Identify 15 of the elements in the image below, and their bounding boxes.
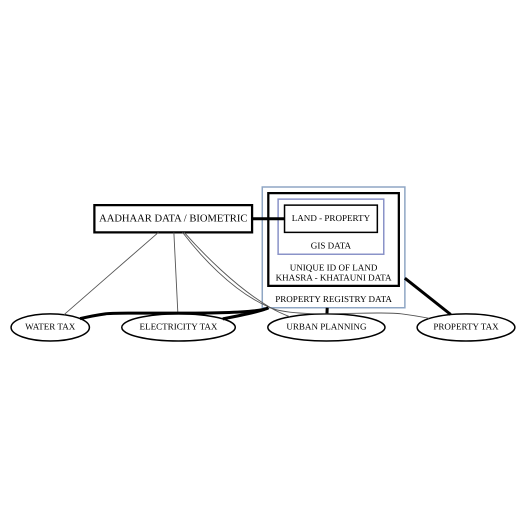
connector [182,232,430,319]
node-box: AADHAAR DATA / BIOMETRIC [93,204,254,234]
connector [325,308,329,314]
connector [222,306,269,320]
connector [173,232,178,314]
connector [80,306,269,320]
node-ellipse: PROPERTY TAX [416,313,516,342]
node-box: LAND - PROPERTY [284,204,378,234]
connector [64,232,159,316]
connector [404,276,452,316]
node-ellipse: WATER TAX [10,313,90,342]
node-ellipse: URBAN PLANNING [267,313,386,342]
node-ellipse: ELECTRICITY TAX [121,313,236,342]
connector [252,217,284,220]
connector [184,232,290,318]
